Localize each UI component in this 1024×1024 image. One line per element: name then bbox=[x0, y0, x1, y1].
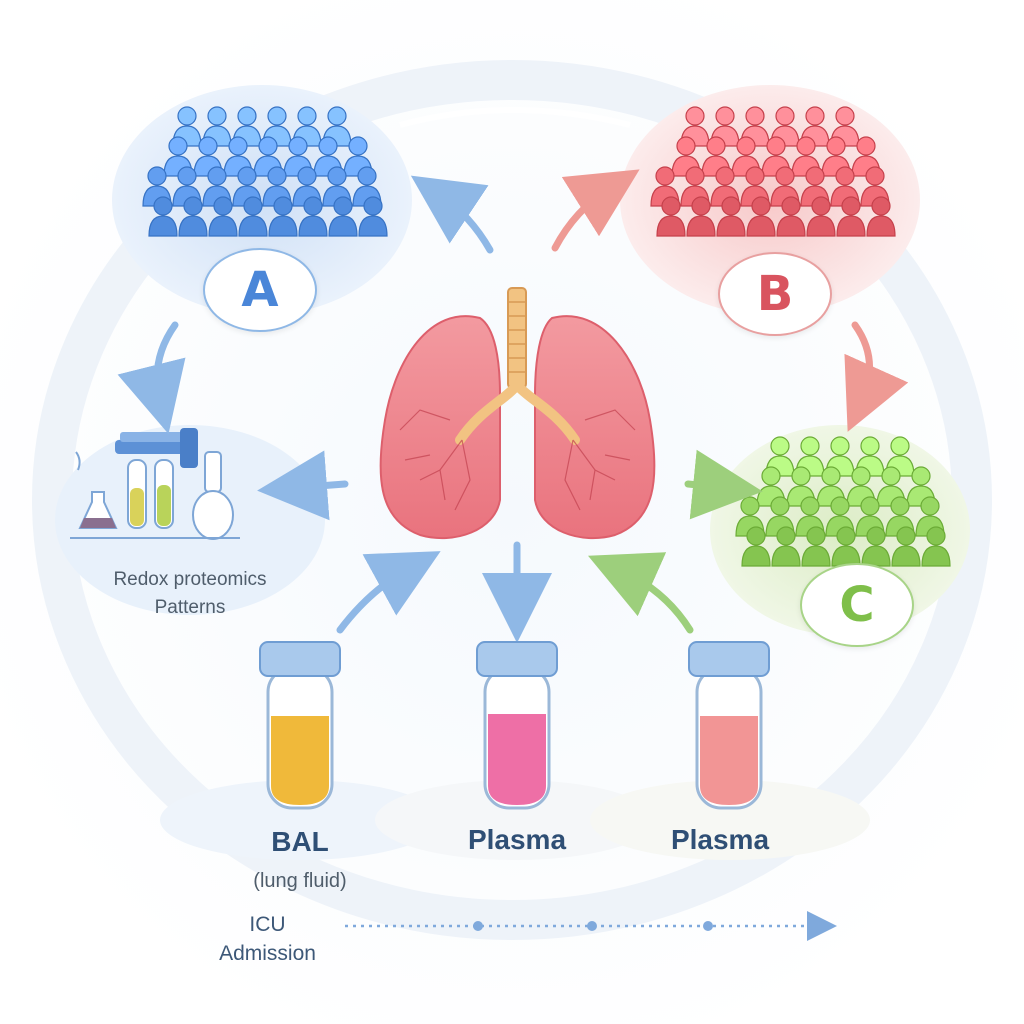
sample-plasma-2-label: Plasma bbox=[670, 824, 770, 855]
person-icon bbox=[746, 196, 776, 237]
group-b-badge: B bbox=[718, 252, 832, 336]
sample-bal-sublabel: (lung fluid) bbox=[253, 870, 347, 892]
lungs-icon bbox=[379, 287, 656, 540]
tube-plasma-2-icon bbox=[688, 641, 770, 810]
tube-bal-icon bbox=[259, 641, 341, 810]
arrow-a-to-lab bbox=[117, 321, 186, 434]
tube-plasma-1-icon bbox=[476, 641, 558, 810]
person-icon bbox=[701, 136, 731, 177]
person-icon bbox=[148, 196, 178, 237]
people-group-icon-a bbox=[142, 106, 388, 237]
person-icon bbox=[671, 136, 701, 177]
people-group-icon-b bbox=[650, 106, 896, 237]
group-b-letter: B bbox=[756, 266, 794, 322]
arrow-b-to-c bbox=[844, 321, 909, 432]
person-icon bbox=[831, 526, 861, 567]
person-icon bbox=[876, 466, 906, 507]
person-icon bbox=[741, 526, 771, 567]
timeline-label: ICU Admission bbox=[195, 910, 340, 968]
person-icon bbox=[765, 436, 795, 477]
group-a-letter: A bbox=[241, 262, 279, 318]
person-icon bbox=[921, 526, 951, 567]
person-icon bbox=[836, 196, 866, 237]
arrow-bal-to-lungs bbox=[336, 551, 441, 634]
person-icon bbox=[716, 196, 746, 237]
arrow-lungs-to-lab bbox=[257, 450, 349, 521]
person-icon bbox=[825, 436, 855, 477]
person-icon bbox=[223, 136, 253, 177]
person-icon bbox=[891, 526, 921, 567]
person-icon bbox=[771, 526, 801, 567]
timeline-label-line2: Admission bbox=[219, 942, 316, 965]
person-icon bbox=[328, 196, 358, 237]
person-icon bbox=[322, 106, 352, 147]
lab-caption-line1: Redox proteomics bbox=[113, 569, 267, 590]
person-icon bbox=[885, 496, 915, 537]
lab-equipment-icon bbox=[70, 428, 240, 540]
person-icon bbox=[208, 196, 238, 237]
flow-arrows bbox=[117, 169, 909, 643]
person-icon bbox=[801, 526, 831, 567]
lab-caption-line2: Patterns bbox=[154, 597, 226, 618]
group-a-badge: A bbox=[203, 248, 317, 332]
person-icon bbox=[298, 196, 328, 237]
arrow-lungs-to-a bbox=[410, 175, 494, 254]
person-icon bbox=[343, 136, 373, 177]
people-group-icon-c bbox=[735, 436, 951, 567]
group-c-letter: C bbox=[839, 577, 875, 633]
timeline-label-line1: ICU bbox=[249, 913, 286, 936]
person-icon bbox=[861, 526, 891, 567]
person-icon bbox=[686, 196, 716, 237]
person-icon bbox=[238, 196, 268, 237]
group-c-badge: C bbox=[800, 563, 914, 647]
sample-plasma-1-label: Plasma bbox=[467, 824, 567, 855]
person-icon bbox=[358, 196, 388, 237]
arrow-lungs-to-b bbox=[551, 169, 640, 252]
person-icon bbox=[776, 196, 806, 237]
person-icon bbox=[855, 436, 885, 477]
arrow-plasma-to-lungs bbox=[588, 552, 694, 634]
person-icon bbox=[866, 196, 896, 237]
arrow-lungs-to-c bbox=[684, 449, 763, 520]
person-icon bbox=[656, 196, 686, 237]
person-icon bbox=[806, 196, 836, 237]
sample-bal-label: BAL bbox=[271, 826, 329, 857]
timeline-arrow bbox=[345, 911, 837, 941]
person-icon bbox=[268, 196, 298, 237]
lab-caption: Redox proteomics Patterns bbox=[90, 566, 290, 622]
person-icon bbox=[178, 196, 208, 237]
